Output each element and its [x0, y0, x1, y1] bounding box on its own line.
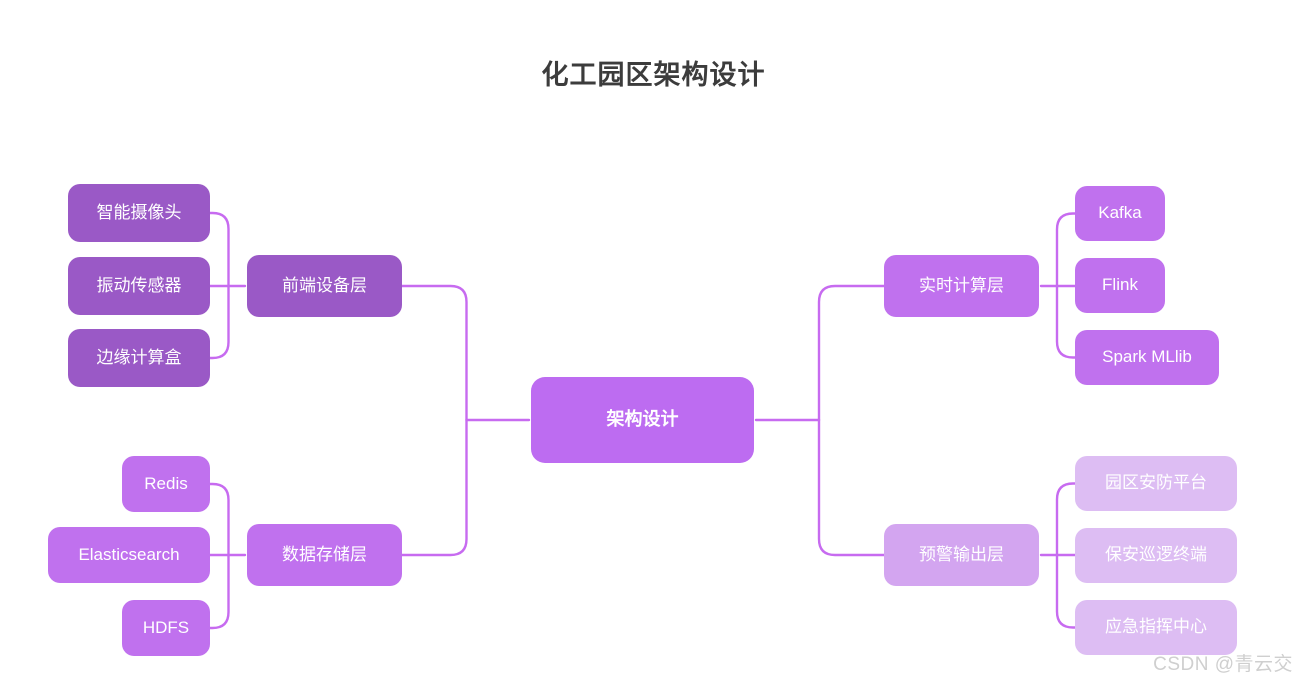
branch-node-front-end-device-layer[interactable]: 前端设备层	[247, 255, 402, 317]
watermark: CSDN @青云交	[1153, 654, 1293, 675]
leaf-node-node[interactable]: 应急指挥中心	[1075, 600, 1237, 655]
node-label: Spark MLlib	[1102, 347, 1192, 367]
node-label: 架构设计	[606, 409, 679, 430]
node-label: 智能摄像头	[96, 202, 182, 222]
node-label: 前端设备层	[282, 275, 367, 295]
leaf-node-flink[interactable]: Flink	[1075, 258, 1165, 313]
branch-node-alert-output-layer[interactable]: 预警输出层	[884, 524, 1039, 586]
node-label: 园区安防平台	[1105, 473, 1207, 493]
leaf-node-node[interactable]: 园区安防平台	[1075, 456, 1237, 511]
leaf-node-elasticsearch[interactable]: Elasticsearch	[48, 527, 210, 583]
node-label: Kafka	[1098, 203, 1142, 223]
node-label: Redis	[144, 473, 188, 493]
node-label: 预警输出层	[919, 544, 1004, 564]
leaf-node-node[interactable]: 保安巡逻终端	[1075, 528, 1237, 583]
leaf-node-redis[interactable]: Redis	[122, 456, 210, 512]
node-label: Elasticsearch	[78, 544, 180, 564]
branch-node-realtime-compute-layer[interactable]: 实时计算层	[884, 255, 1039, 317]
node-label: 应急指挥中心	[1105, 617, 1207, 637]
leaf-node-node[interactable]: 振动传感器	[68, 257, 210, 315]
node-label: 保安巡逻终端	[1105, 545, 1207, 565]
leaf-node-kafka[interactable]: Kafka	[1075, 186, 1165, 241]
node-label: 振动传感器	[96, 275, 182, 295]
page-title: 化工园区架构设计	[541, 60, 766, 90]
leaf-node-node[interactable]: 边缘计算盒	[68, 329, 210, 387]
leaf-node-spark-mllib[interactable]: Spark MLlib	[1075, 330, 1219, 385]
node-label: 数据存储层	[282, 544, 367, 564]
branch-node-data-storage-layer[interactable]: 数据存储层	[247, 524, 402, 586]
node-label: Flink	[1102, 275, 1138, 295]
leaf-node-node[interactable]: 智能摄像头	[68, 184, 210, 242]
node-label: HDFS	[142, 617, 190, 637]
node-label: 实时计算层	[919, 275, 1004, 295]
leaf-node-hdfs[interactable]: HDFS	[122, 600, 210, 656]
root-node-node[interactable]: 架构设计	[531, 377, 754, 463]
node-label: 边缘计算盒	[96, 347, 182, 367]
